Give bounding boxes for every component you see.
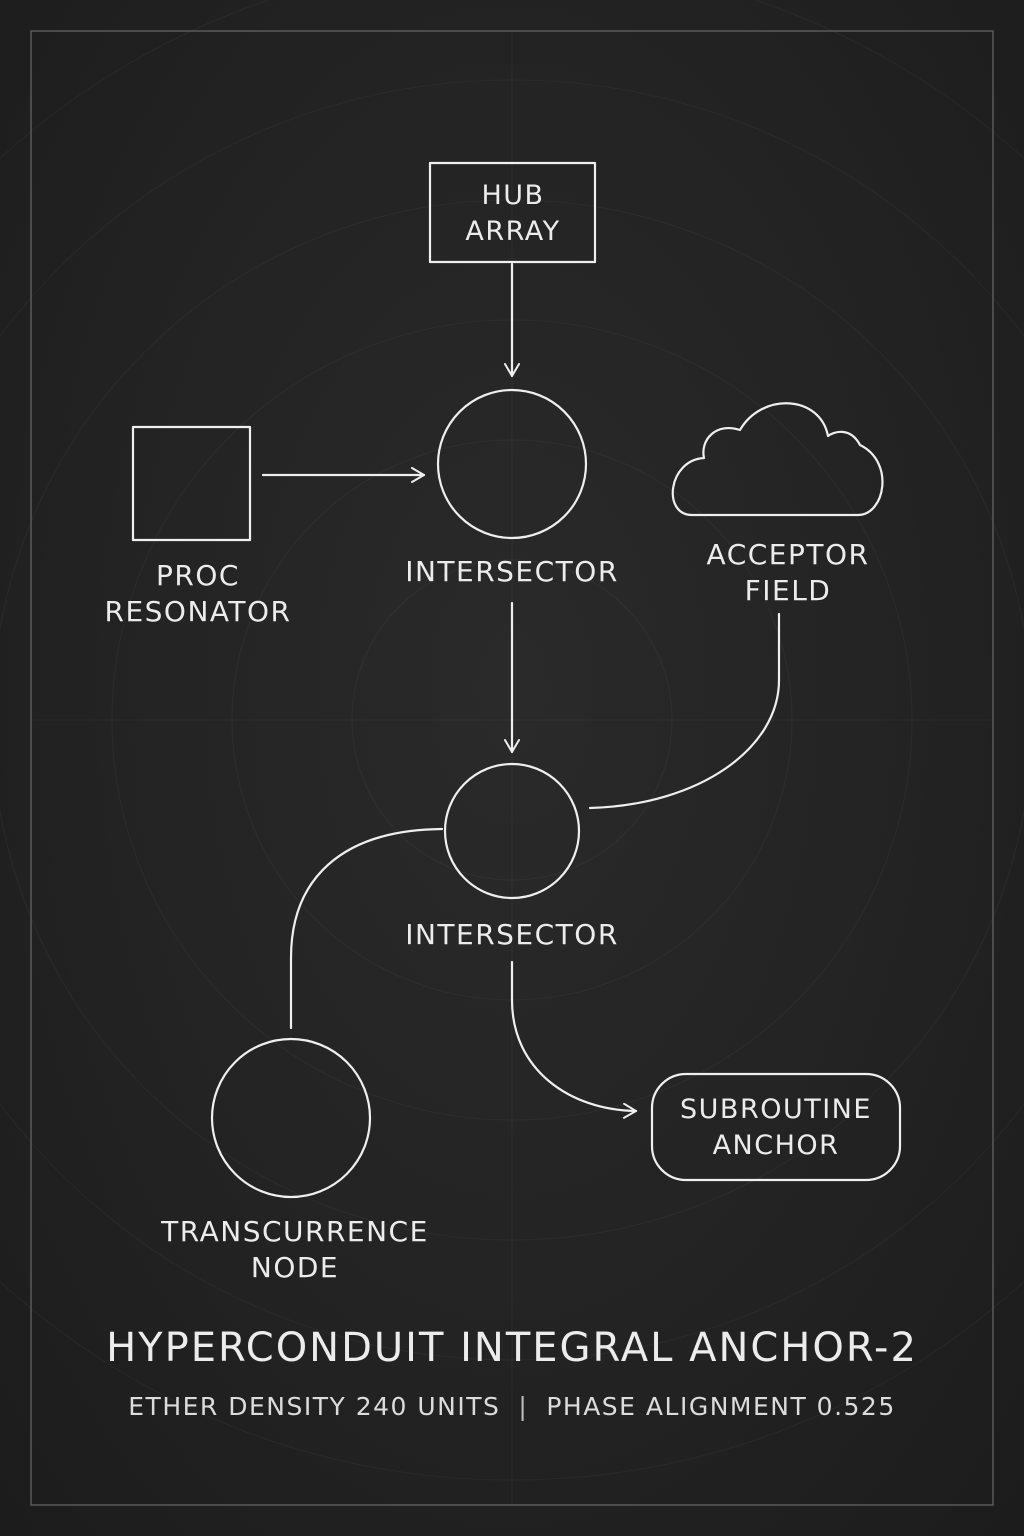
edge-intersector-2-to-subroutine	[510, 960, 638, 1119]
edge-intersector-2-to-transcurrence	[289, 827, 444, 1030]
hub-array-label-line2: ARRAY	[465, 216, 561, 247]
acceptor-field-cloud[interactable]	[671, 402, 884, 517]
intersector-1-circle[interactable]	[436, 388, 588, 540]
outer-frame	[30, 30, 994, 1506]
acceptor-field-label: ACCEPTOR FIELD	[660, 537, 916, 609]
proc-resonator-label-line2: RESONATOR	[104, 595, 292, 628]
transcurrence-node-label-line2: NODE	[250, 1251, 340, 1284]
transcurrence-node-label-line1: TRANSCURRENCE	[161, 1215, 429, 1248]
acceptor-field-label-line1: ACCEPTOR	[706, 538, 870, 571]
subroutine-anchor-label-line1: SUBROUTINE	[680, 1094, 872, 1125]
subroutine-anchor-label-line2: ANCHOR	[712, 1130, 840, 1161]
subroutine-anchor-box[interactable]	[650, 1072, 902, 1182]
metric-separator: |	[518, 1392, 529, 1421]
subroutine-anchor-label: SUBROUTINE ANCHOR	[652, 1092, 900, 1164]
diagram-subtitle: ETHER DENSITY 240 UNITS | PHASE ALIGNMENT …	[0, 1392, 1024, 1421]
hub-array-label: HUB ARRAY	[430, 178, 596, 250]
transcurrence-node-circle[interactable]	[210, 1037, 372, 1199]
hub-array-box[interactable]	[428, 161, 597, 264]
transcurrence-node-label: TRANSCURRENCE NODE	[130, 1214, 460, 1286]
proc-resonator-square[interactable]	[131, 425, 252, 542]
edge-acceptor-to-intersector-2	[588, 612, 781, 810]
ether-density-metric: ETHER DENSITY 240 UNITS	[128, 1392, 501, 1421]
phase-alignment-metric: PHASE ALIGNMENT 0.525	[546, 1392, 896, 1421]
intersector-1-label: INTERSECTOR	[405, 555, 619, 588]
proc-resonator-label-line1: PROC	[156, 559, 240, 592]
diagram-title: HYPERCONDUIT INTEGRAL ANCHOR-2	[106, 1325, 918, 1371]
intersector-2-circle[interactable]	[443, 762, 581, 900]
acceptor-field-label-line2: FIELD	[744, 574, 832, 607]
hub-array-label-line1: HUB	[481, 180, 545, 211]
intersector-2-label: INTERSECTOR	[405, 918, 619, 951]
proc-resonator-label: PROC RESONATOR	[78, 558, 318, 630]
